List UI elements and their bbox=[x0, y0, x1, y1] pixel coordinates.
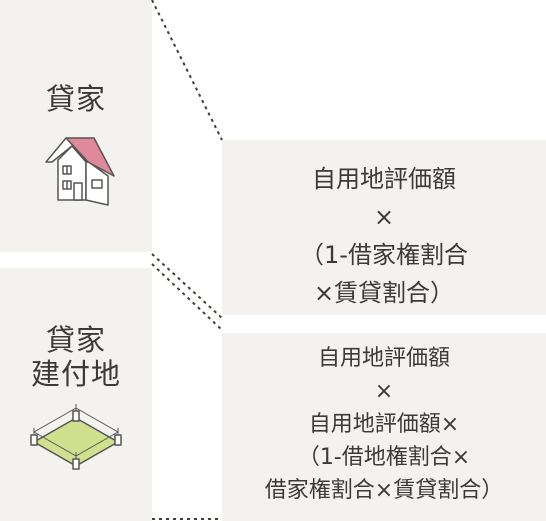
rental-land-formula-line-4: （1-借地権割合× bbox=[297, 445, 471, 470]
rental-land-label-line-1: 貸家 bbox=[45, 323, 106, 357]
rental-land-formula-line-1: 自用地評価額 bbox=[317, 346, 450, 371]
rental-house-label-text: 貸家 bbox=[45, 82, 106, 116]
rental-land-formula-line-2: × bbox=[374, 379, 394, 404]
rental-land-formula-line-3: 自用地評価額× bbox=[308, 412, 460, 437]
rental-house-formula-line-2: × bbox=[373, 203, 395, 231]
rental-land-panel bbox=[0, 268, 152, 521]
rental-land-formula-box bbox=[222, 333, 546, 521]
rental-house-formula-line-3: （1-借家権割合 bbox=[300, 241, 468, 269]
rental-house-formula-line-4: ×賃貸割合） bbox=[313, 279, 455, 307]
rental-house-formula-box bbox=[222, 140, 546, 315]
rental-house-formula-line-1: 自用地評価額 bbox=[312, 165, 456, 193]
rental-land-formula-line-5: 借家権割合×賃貸割合） bbox=[264, 478, 504, 503]
rental-house-label: 貸家 bbox=[0, 82, 152, 116]
connector-house-to-formula bbox=[151, 0, 223, 141]
rental-land-label-line-2: 建付地 bbox=[30, 357, 121, 391]
house-icon bbox=[45, 137, 115, 206]
connector-land-to-formula-a bbox=[151, 253, 223, 319]
rental-house-formula: 自用地評価額 × （1-借家権割合 ×賃貸割合） bbox=[222, 160, 546, 312]
connector-land-to-formula-b bbox=[151, 263, 223, 331]
land-icon bbox=[30, 404, 122, 470]
rental-land-formula: 自用地評価額 × 自用地評価額× （1-借地権割合× 借家権割合×賃貸割合） bbox=[222, 342, 546, 507]
rental-land-label: 貸家 建付地 bbox=[0, 323, 152, 391]
rental-house-panel bbox=[0, 0, 152, 252]
